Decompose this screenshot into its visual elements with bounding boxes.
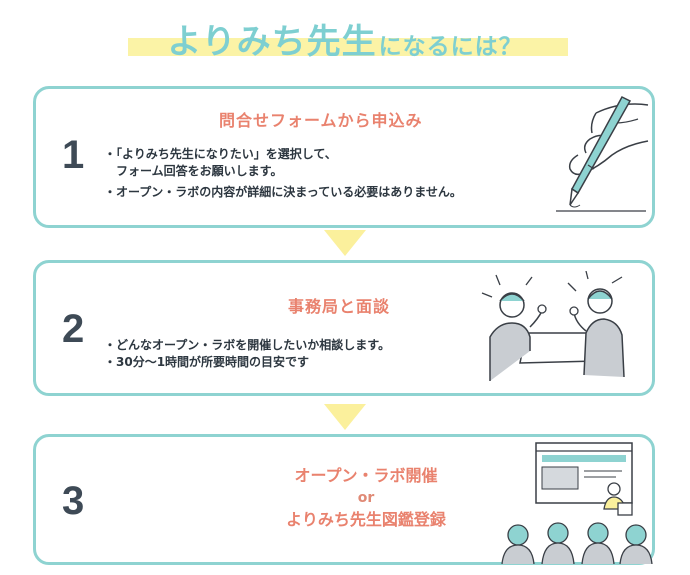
page-title-main: よりみち先生 (167, 22, 377, 62)
step-heading-or: or (357, 490, 375, 506)
step-bullet: フォーム回答をお願いします。 (116, 164, 283, 178)
step-bullet: ・どんなオープン・ラボを開催したいか相談します。 (104, 338, 391, 352)
step-heading-line: よりみち先生図鑑登録 (286, 510, 446, 529)
step-heading: 事務局と面談 (288, 297, 391, 316)
step-bullet: ・オープン・ラボの内容が詳細に決まっている必要はありません。 (104, 185, 462, 199)
step-heading-line: オープン・ラボ開催 (294, 466, 438, 485)
step-heading: 問合せフォームから申込み (219, 111, 423, 130)
step-bullet: ・30分～1時間が所要時間の目安です (104, 355, 310, 369)
title-highlight (128, 38, 568, 56)
step-number: 2 (62, 307, 85, 351)
step-card-2: 2 事務局と面談 ・どんなオープン・ラボを開催したいか相談します。 ・30分～1… (33, 260, 655, 396)
step-card-3: 3 オープン・ラボ開催 or よりみち先生図鑑登録 (33, 434, 655, 565)
page-title: よりみち先生 になるには？ (0, 6, 690, 62)
meeting-people-icon (481, 271, 625, 381)
step-number: 3 (62, 479, 85, 523)
step-card-1: 1 問合せフォームから申込み ・「よりみち先生になりたい」を選択して、 フォーム… (33, 86, 655, 228)
arrow-down (324, 230, 366, 256)
page-title-sub: になるには？ (378, 34, 523, 60)
hand-writing-pen-icon (556, 96, 649, 212)
lecture-audience-icon (501, 442, 653, 564)
step-bullet: ・「よりみち先生になりたい」を選択して、 (104, 147, 337, 161)
step-number: 1 (62, 133, 85, 177)
arrow-down (324, 404, 366, 430)
